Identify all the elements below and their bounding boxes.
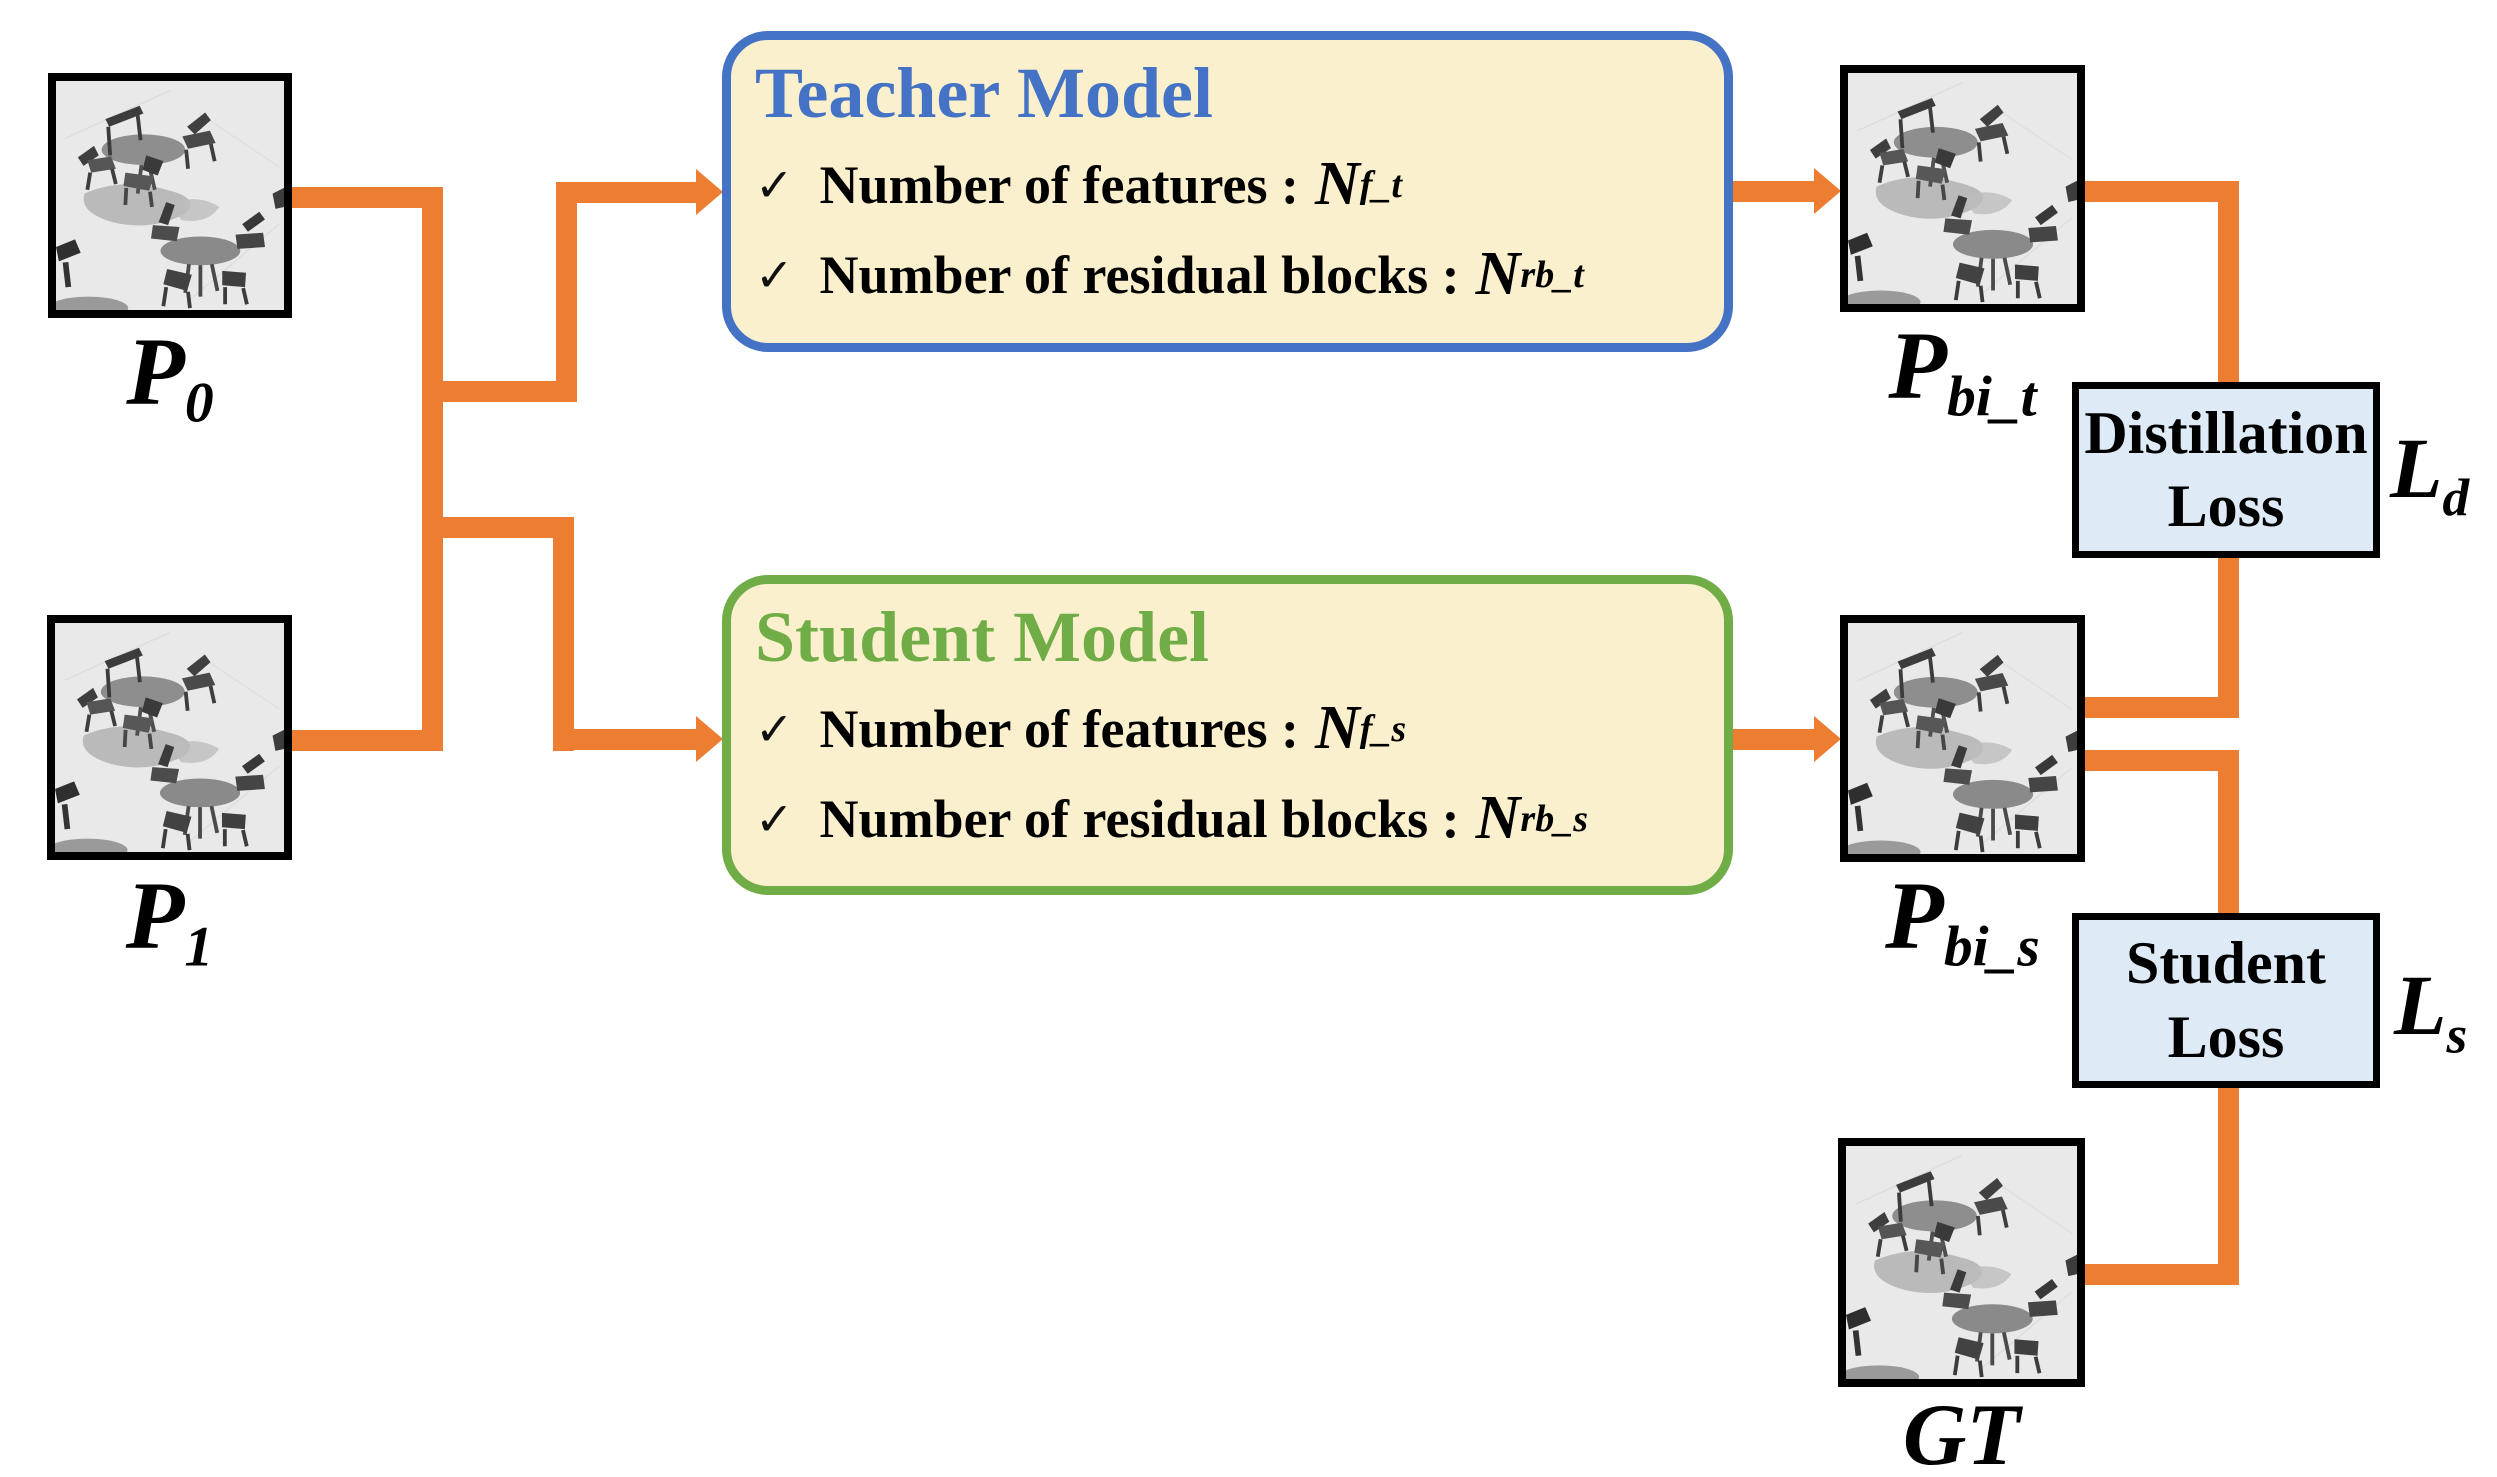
connector-input-bus-vertical bbox=[422, 187, 443, 751]
connector-p0-output bbox=[292, 187, 443, 208]
connector-bus-to-student-horizontal bbox=[422, 517, 574, 538]
p0-label-base: P bbox=[126, 318, 185, 425]
p0-label: P0 bbox=[48, 324, 292, 432]
point-cloud-render bbox=[55, 623, 284, 852]
connector-student-to-pbis-shaft bbox=[1733, 729, 1816, 750]
teacher-item-features-variable: N bbox=[1314, 150, 1360, 219]
distillation-loss-symbol-base: L bbox=[2390, 420, 2443, 516]
ground-truth-image bbox=[1838, 1138, 2085, 1387]
student-loss-box: Student Loss bbox=[2072, 913, 2380, 1088]
connector-teacher-branch-vertical bbox=[556, 182, 577, 402]
point-cloud-render bbox=[1848, 73, 2077, 304]
student-item-residual-blocks-variable: N bbox=[1475, 784, 1521, 853]
student-item-residual-blocks-variable-subscript: rb_s bbox=[1520, 797, 1588, 840]
connector-student-branch-vertical bbox=[553, 517, 574, 751]
connector-student-arrow-shaft bbox=[553, 729, 698, 750]
student-model-title: Student Model bbox=[755, 597, 1210, 677]
arrowhead-into-pbis bbox=[1814, 716, 1841, 762]
connector-p1-output bbox=[292, 730, 443, 751]
arrowhead-into-student bbox=[696, 716, 723, 762]
distillation-loss-line1: Distillation bbox=[2084, 399, 2368, 466]
teacher-item-features-label: Number of features : bbox=[819, 154, 1299, 215]
teacher-model-title: Teacher Model bbox=[755, 53, 1213, 133]
gt-label-text: GT bbox=[1902, 1387, 2021, 1477]
p0-label-subscript: 0 bbox=[184, 371, 214, 435]
point-cloud-render bbox=[56, 81, 284, 310]
connector-pbit-output-horizontal bbox=[2085, 181, 2239, 202]
connector-distillation-down-vertical bbox=[2218, 558, 2239, 718]
input-image-p0 bbox=[48, 73, 292, 318]
pbis-label-base: P bbox=[1885, 862, 1944, 969]
student-loss-line1: Student bbox=[2125, 930, 2327, 997]
check-icon: ✓ bbox=[755, 247, 794, 302]
student-loss-symbol: Ls bbox=[2394, 962, 2467, 1062]
student-loss-line2: Loss bbox=[2167, 1003, 2285, 1070]
pbis-label-subscript: bi_s bbox=[1943, 915, 2040, 979]
student-loss-symbol-base: L bbox=[2394, 957, 2447, 1053]
check-icon: ✓ bbox=[755, 157, 794, 212]
p1-label-subscript: 1 bbox=[184, 915, 214, 979]
teacher-item-residual-blocks-variable-subscript: rb_t bbox=[1520, 253, 1584, 296]
input-image-p1 bbox=[47, 615, 292, 860]
connector-gt-output-horizontal bbox=[2085, 1264, 2239, 1285]
connector-teacher-to-pbit-shaft bbox=[1733, 181, 1816, 202]
distillation-loss-symbol-subscript: d bbox=[2442, 467, 2470, 528]
distillation-loss-symbol: Ld bbox=[2390, 425, 2469, 525]
check-icon: ✓ bbox=[755, 701, 794, 756]
point-cloud-render bbox=[1846, 1146, 2077, 1379]
check-icon: ✓ bbox=[755, 791, 794, 846]
point-cloud-render bbox=[1848, 623, 2077, 854]
output-image-pbis bbox=[1840, 615, 2085, 862]
distillation-loss-box: Distillation Loss bbox=[2072, 382, 2380, 558]
output-image-pbit bbox=[1840, 65, 2085, 312]
arrowhead-into-teacher bbox=[696, 169, 723, 215]
connector-pbis-to-distillation-horizontal bbox=[2085, 697, 2239, 718]
student-item-features-variable-subscript: f_s bbox=[1359, 707, 1407, 750]
gt-label: GT bbox=[1838, 1392, 2085, 1477]
connector-bus-to-teacher-horizontal bbox=[422, 381, 577, 402]
connector-pbis-to-studentloss-horizontal bbox=[2085, 750, 2239, 771]
student-item-residual-blocks-label: Number of residual blocks : bbox=[819, 788, 1460, 849]
teacher-item-residual-blocks-variable: N bbox=[1475, 240, 1521, 309]
arrowhead-into-pbit bbox=[1814, 168, 1841, 214]
connector-teacher-arrow-shaft bbox=[556, 182, 698, 203]
p1-label: P1 bbox=[47, 868, 292, 976]
p1-label-base: P bbox=[125, 862, 185, 969]
student-loss-symbol-subscript: s bbox=[2446, 1004, 2468, 1065]
connector-studentloss-down-vertical bbox=[2218, 1088, 2239, 1285]
connector-pbis-to-studentloss-vertical bbox=[2218, 750, 2239, 913]
distillation-loss-line2: Loss bbox=[2167, 473, 2285, 539]
pbis-label: Pbi_s bbox=[1840, 868, 2085, 976]
pbit-label-subscript: bi_t bbox=[1947, 365, 2037, 429]
pbit-label-base: P bbox=[1888, 312, 1948, 419]
connector-pbit-to-distillation-vertical bbox=[2218, 181, 2239, 382]
student-item-features-variable: N bbox=[1314, 694, 1360, 763]
teacher-item-residual-blocks-label: Number of residual blocks : bbox=[819, 244, 1460, 305]
pbit-label: Pbi_t bbox=[1840, 318, 2085, 426]
student-item-features-label: Number of features : bbox=[819, 698, 1299, 759]
teacher-item-features-variable-subscript: f_t bbox=[1359, 163, 1402, 206]
